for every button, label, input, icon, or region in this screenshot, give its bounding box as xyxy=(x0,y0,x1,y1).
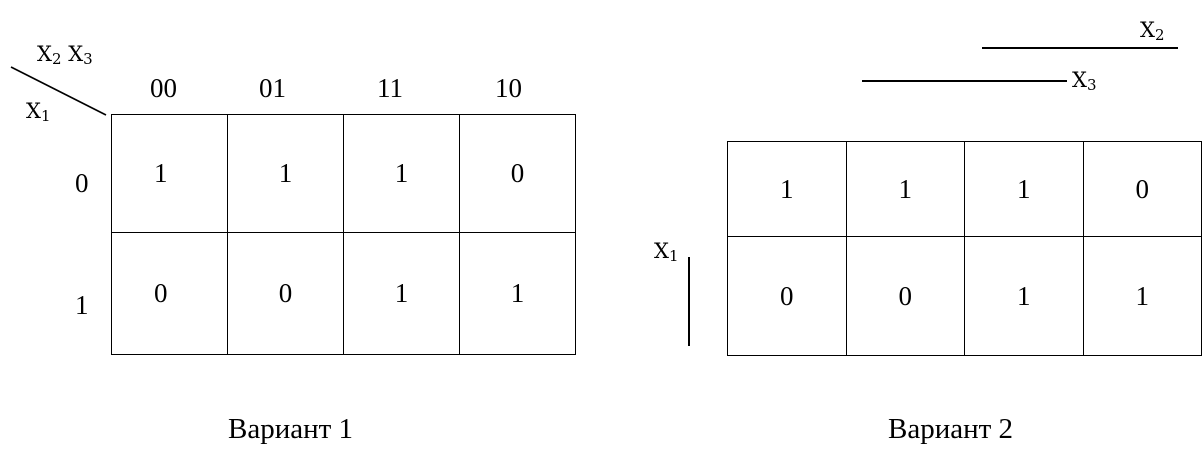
kmap-cell: 0 xyxy=(227,232,344,355)
x3-label: X3 xyxy=(1072,68,1097,94)
col-header-00: 00 xyxy=(150,73,177,103)
kmap-cell: 1 xyxy=(459,232,576,355)
row-variable-label: X1 xyxy=(26,99,51,125)
x2-label: X2 xyxy=(1140,18,1165,44)
col-header-10: 10 xyxy=(495,73,522,103)
caption-variant-1: Вариант 1 xyxy=(228,413,354,445)
kmap-cell: 1 xyxy=(227,114,344,233)
kmap-cell: 1 xyxy=(1082,236,1202,356)
kmap-cell: 0 xyxy=(727,236,847,356)
kmap-cell: 1 xyxy=(964,236,1084,356)
kmap-row: 1 1 1 0 xyxy=(727,141,1202,237)
kmap-row: 0 0 1 1 xyxy=(111,232,576,355)
x3-range-line xyxy=(862,80,1067,82)
col-header-11: 11 xyxy=(377,73,403,103)
x1-label: X1 xyxy=(654,239,679,265)
kmap-cell: 1 xyxy=(964,141,1084,237)
kmap-cell: 0 xyxy=(111,232,228,355)
col-header-01: 01 xyxy=(259,73,286,103)
kmap-row: 0 0 1 1 xyxy=(727,236,1202,356)
kmap-row: 1 1 1 0 xyxy=(111,114,576,233)
kmap-cell: 0 xyxy=(1082,141,1202,237)
kmap-cell: 0 xyxy=(459,114,576,233)
kmap-grid-2: 1 1 1 0 0 0 1 1 xyxy=(727,141,1202,356)
caption-variant-2: Вариант 2 xyxy=(888,413,1014,445)
x1-range-line xyxy=(688,257,690,346)
corner-diagonal xyxy=(10,66,107,116)
kmap-cell: 1 xyxy=(727,141,847,237)
kmap-cell: 1 xyxy=(111,114,228,233)
kmap-cell: 1 xyxy=(343,232,460,355)
kmap-cell: 1 xyxy=(343,114,460,233)
x2-range-line xyxy=(982,47,1178,49)
kmap-cell: 0 xyxy=(845,236,965,356)
kmap-grid-1: 1 1 1 0 0 0 1 1 xyxy=(111,114,576,355)
column-variables-label: X2 X3 xyxy=(37,42,93,68)
kmap-cell: 1 xyxy=(845,141,965,237)
row-header-0: 0 xyxy=(75,168,89,198)
row-header-1: 1 xyxy=(75,290,89,320)
